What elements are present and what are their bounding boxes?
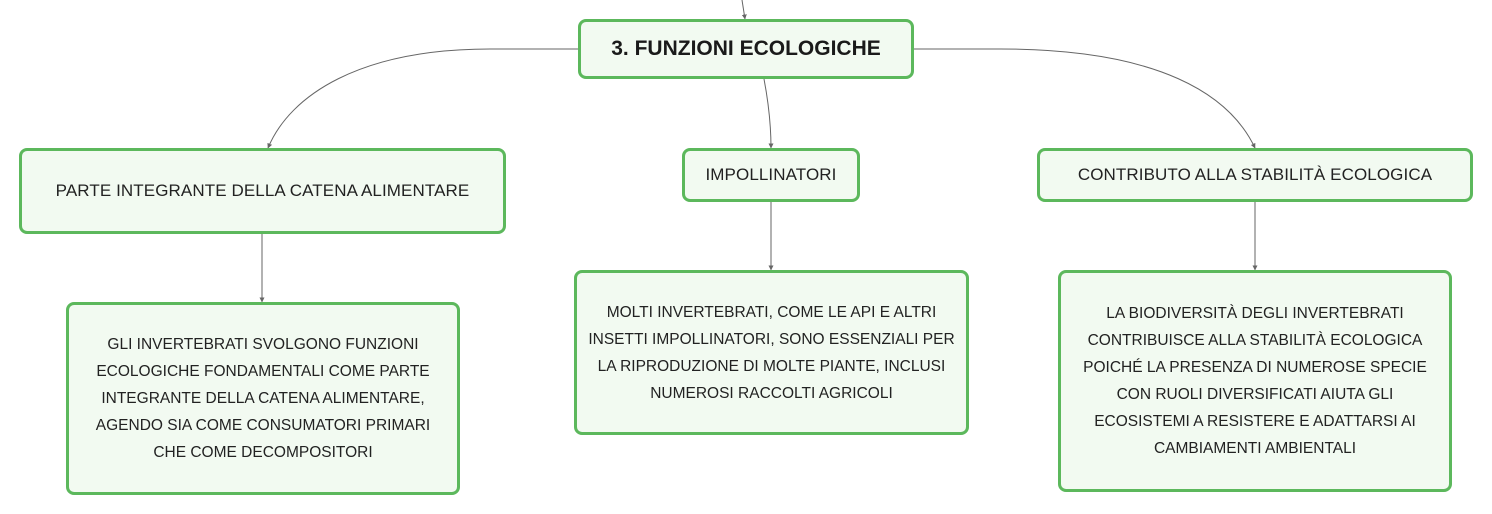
detail-text-ecological-stability: LA BIODIVERSITÀ DEGLI INVERTEBRATI CONTR… — [1083, 305, 1427, 457]
topic-label-food-chain: PARTE INTEGRANTE DELLA CATENA ALIMENTARE — [55, 181, 470, 200]
detail-node-pollinators[interactable]: MOLTI INVERTEBRATI, COME LE API E ALTRI … — [574, 270, 969, 435]
topic-node-ecological-stability[interactable]: CONTRIBUTO ALLA STABILITÀ ECOLOGICA — [1037, 148, 1473, 202]
central-topic-node[interactable]: 3. FUNZIONI ECOLOGICHE — [578, 19, 914, 79]
connector-central-to-topic-2 — [763, 78, 774, 149]
connector-central-to-topic-1 — [267, 48, 578, 149]
topic-node-food-chain[interactable]: PARTE INTEGRANTE DELLA CATENA ALIMENTARE — [19, 148, 506, 234]
connector-from-parent — [741, 0, 747, 20]
connector-central-to-topic-3 — [914, 48, 1256, 149]
detail-node-ecological-stability[interactable]: LA BIODIVERSITÀ DEGLI INVERTEBRATI CONTR… — [1058, 270, 1452, 492]
detail-text-food-chain: GLI INVERTEBRATI SVOLGONO FUNZIONI ECOLO… — [95, 336, 431, 461]
topic-node-pollinators[interactable]: IMPOLLINATORI — [682, 148, 860, 202]
detail-text-pollinators: MOLTI INVERTEBRATI, COME LE API E ALTRI … — [588, 303, 955, 402]
detail-node-food-chain[interactable]: GLI INVERTEBRATI SVOLGONO FUNZIONI ECOLO… — [66, 302, 460, 495]
topic-label-ecological-stability: CONTRIBUTO ALLA STABILITÀ ECOLOGICA — [1077, 165, 1433, 184]
topic-label-pollinators: IMPOLLINATORI — [705, 165, 837, 184]
central-topic-label: 3. FUNZIONI ECOLOGICHE — [611, 37, 881, 60]
